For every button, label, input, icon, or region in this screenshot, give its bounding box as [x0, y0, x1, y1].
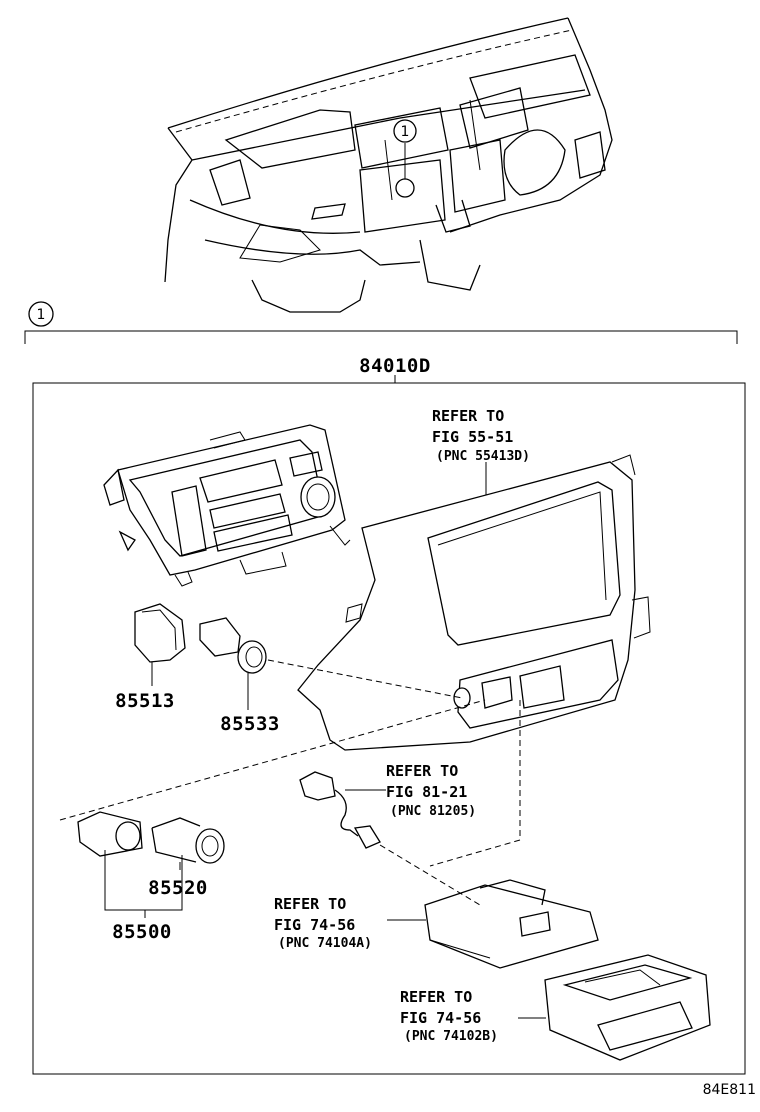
ref-2-line-1: REFER TO: [386, 762, 458, 780]
diagram-code: 84E811: [703, 1082, 756, 1098]
ref-4-line-1: REFER TO: [400, 988, 472, 1006]
climate-control-panel: [103, 424, 351, 587]
center-cluster-finish-panel: [297, 454, 651, 751]
ref-4-line-3: (PNC 74102B): [404, 1029, 498, 1044]
location-marker: [395, 178, 415, 198]
assembly-part-number: 84010D: [359, 355, 431, 377]
ref-block-1: REFER TO FIG 55-51 (PNC 55413D): [432, 407, 530, 464]
center-pocket: [424, 879, 599, 969]
ref-block-2: REFER TO FIG 81-21 (PNC 81205): [386, 762, 476, 819]
ref-1-line-1: REFER TO: [432, 407, 504, 425]
section-bracket: [24, 330, 738, 344]
part-85520: 85520: [148, 877, 208, 899]
assembly-frame: [32, 382, 746, 1075]
wire-harness: [299, 771, 381, 849]
part-85513: 85513: [115, 690, 175, 712]
ref-3-line-2: FIG 74-56: [274, 916, 355, 934]
part-85500: 85500: [112, 921, 172, 943]
ref-2-line-3: (PNC 81205): [390, 804, 476, 819]
callout-number-top: 1: [401, 124, 410, 140]
section-marker-number: 1: [37, 307, 46, 323]
ref-block-4: REFER TO FIG 74-56 (PNC 74102B): [400, 988, 498, 1044]
ref-3-line-1: REFER TO: [274, 895, 346, 913]
cigarette-lighter: [77, 811, 225, 864]
switch-85513: [134, 603, 186, 686]
ref-3-line-3: (PNC 74104A): [278, 936, 372, 951]
section-marker-circle: [28, 301, 54, 327]
ref-block-3: REFER TO FIG 74-56 (PNC 74104A): [274, 895, 372, 951]
ash-tray: [544, 954, 711, 1061]
dashboard-illustration: [164, 17, 613, 313]
ref-2-line-2: FIG 81-21: [386, 783, 467, 801]
callout-circle-top: [393, 119, 417, 143]
ref-4-line-2: FIG 74-56: [400, 1009, 481, 1027]
part-85533: 85533: [220, 713, 280, 735]
ref-1-line-3: (PNC 55413D): [436, 449, 530, 464]
ref-1-line-2: FIG 55-51: [432, 428, 513, 446]
socket-85533: [199, 617, 267, 710]
